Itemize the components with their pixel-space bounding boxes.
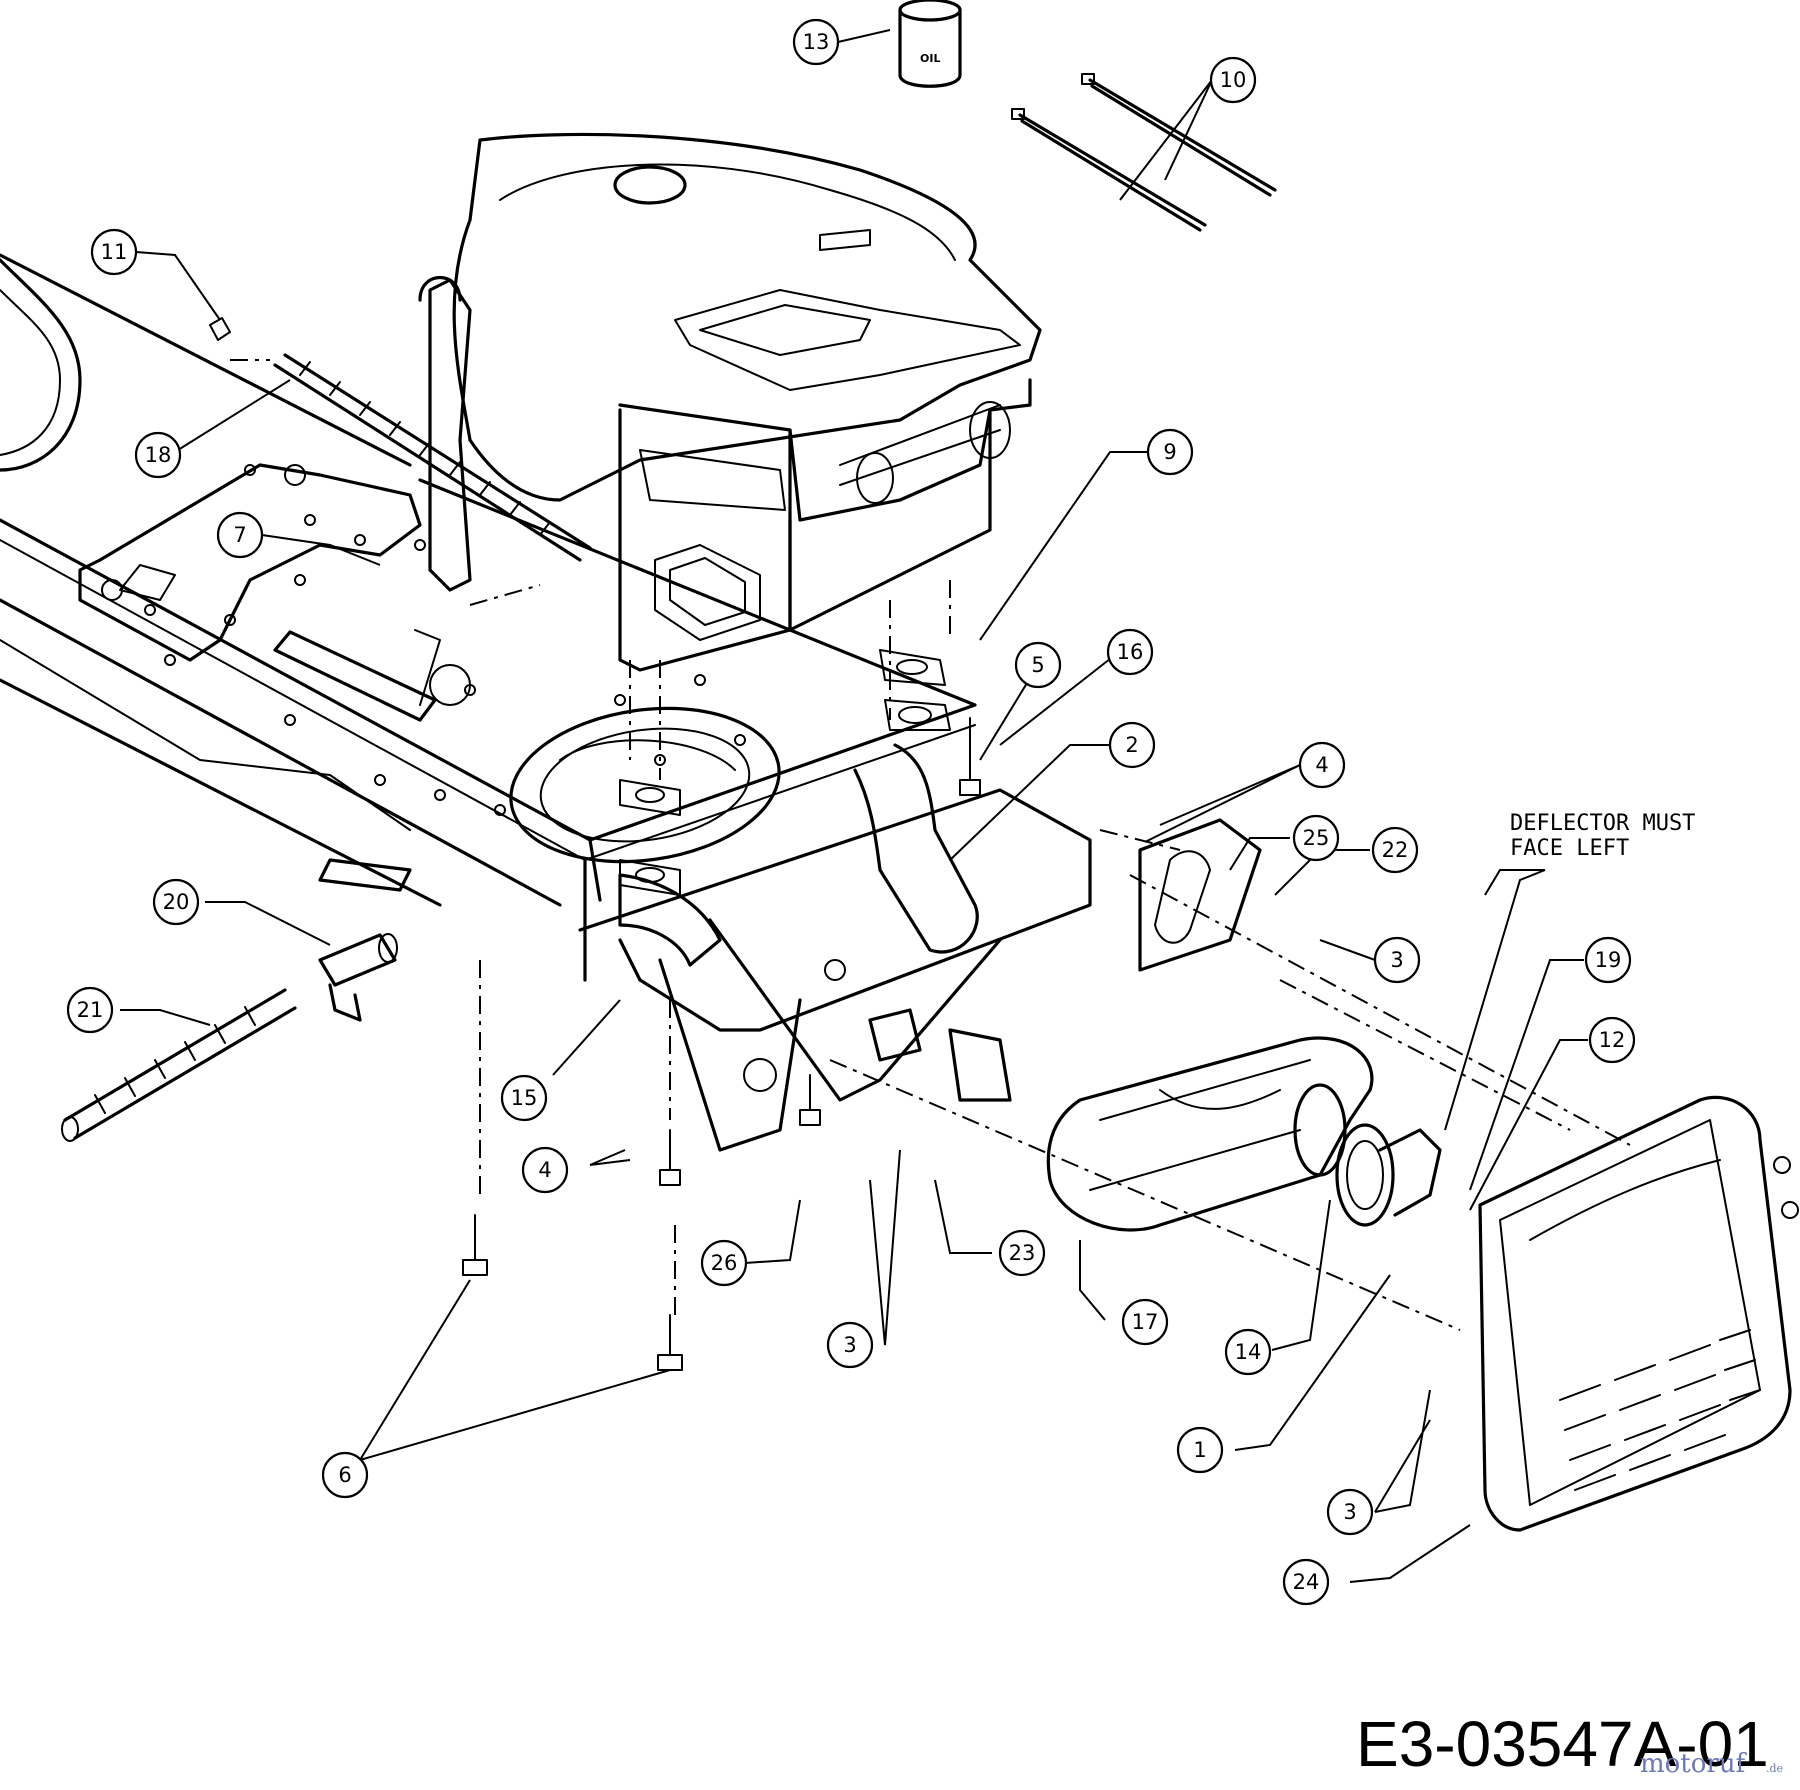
callout-10: 10 (1209, 56, 1257, 104)
svg-text:17: 17 (1132, 1310, 1159, 1334)
muffler-bracket (462, 717, 1262, 1371)
callout-3-middle: 3 (826, 1321, 874, 1369)
callout-13: 13 (792, 18, 840, 66)
callout-25: 25 (1292, 814, 1340, 862)
svg-text:15: 15 (511, 1086, 538, 1110)
cable-ties (1011, 73, 1277, 232)
callout-16: 16 (1106, 628, 1154, 676)
svg-text:21: 21 (77, 998, 104, 1022)
callout-17: 17 (1121, 1298, 1169, 1346)
fuel-filter (318, 933, 398, 1022)
svg-text:9: 9 (1163, 440, 1176, 464)
svg-text:3: 3 (1390, 948, 1403, 972)
drawing-number: E3-03547A-01 (1356, 1708, 1769, 1780)
callout-14: 14 (1224, 1328, 1272, 1376)
engine (418, 132, 1042, 780)
oil-bottle: OIL (898, 0, 962, 88)
callout-23: 23 (998, 1229, 1046, 1277)
callout-4-lower: 4 (521, 1146, 569, 1194)
svg-text:3: 3 (1343, 1500, 1356, 1524)
svg-text:23: 23 (1009, 1241, 1036, 1265)
callouts: 13 10 11 18 7 9 5 16 2 4 25 22 3 19 12 2… (66, 18, 1636, 1606)
svg-text:19: 19 (1595, 948, 1622, 972)
callout-19: 19 (1584, 936, 1632, 984)
svg-text:6: 6 (338, 1463, 351, 1487)
svg-text:22: 22 (1382, 838, 1409, 862)
svg-text:3: 3 (843, 1333, 856, 1357)
callout-20: 20 (152, 878, 200, 926)
svg-text:12: 12 (1599, 1028, 1626, 1052)
chassis-frame (0, 253, 977, 982)
svg-text:4: 4 (538, 1158, 551, 1182)
watermark-suffix: .de (1766, 1762, 1783, 1775)
callout-5: 5 (1014, 641, 1062, 689)
svg-text:4: 4 (1315, 753, 1328, 777)
callout-2: 2 (1108, 721, 1156, 769)
svg-text:10: 10 (1220, 68, 1247, 92)
svg-text:26: 26 (711, 1251, 738, 1275)
svg-text:1: 1 (1193, 1438, 1206, 1462)
svg-text:7: 7 (233, 523, 246, 547)
assembly-lines (230, 359, 1631, 1331)
muffler (1046, 1036, 1442, 1232)
svg-text:20: 20 (163, 890, 190, 914)
watermark-logo: motoruf (1640, 1749, 1748, 1779)
callout-1: 1 (1176, 1426, 1224, 1474)
fuel-hose (61, 988, 297, 1142)
svg-text:14: 14 (1235, 1340, 1262, 1364)
deflector-note-line2: FACE LEFT (1510, 836, 1629, 861)
callout-3-lower: 3 (1326, 1488, 1374, 1536)
callout-24: 24 (1282, 1558, 1330, 1606)
callout-3-upper: 3 (1373, 936, 1421, 984)
deflector-note-line1: DEFLECTOR MUST (1510, 811, 1695, 836)
oil-bottle-label: OIL (920, 52, 940, 65)
callout-7: 7 (216, 511, 264, 559)
svg-text:16: 16 (1117, 640, 1144, 664)
fuel-line (209, 317, 592, 562)
heat-shield (1478, 1095, 1799, 1532)
callout-6: 6 (321, 1451, 369, 1499)
svg-text:24: 24 (1293, 1570, 1320, 1594)
callout-15: 15 (500, 1074, 548, 1122)
callout-22: 22 (1371, 826, 1419, 874)
svg-text:13: 13 (803, 30, 830, 54)
svg-text:5: 5 (1031, 653, 1044, 677)
callout-9: 9 (1146, 428, 1194, 476)
svg-text:25: 25 (1303, 826, 1330, 850)
svg-text:11: 11 (101, 240, 128, 264)
callout-4-upper: 4 (1298, 741, 1346, 789)
callout-21: 21 (66, 986, 114, 1034)
callout-26: 26 (700, 1239, 748, 1287)
callout-12: 12 (1588, 1016, 1636, 1064)
callout-18: 18 (134, 431, 182, 479)
exhaust-pipe (618, 649, 979, 967)
svg-text:18: 18 (145, 443, 172, 467)
svg-text:2: 2 (1125, 733, 1138, 757)
callout-11: 11 (90, 228, 138, 276)
